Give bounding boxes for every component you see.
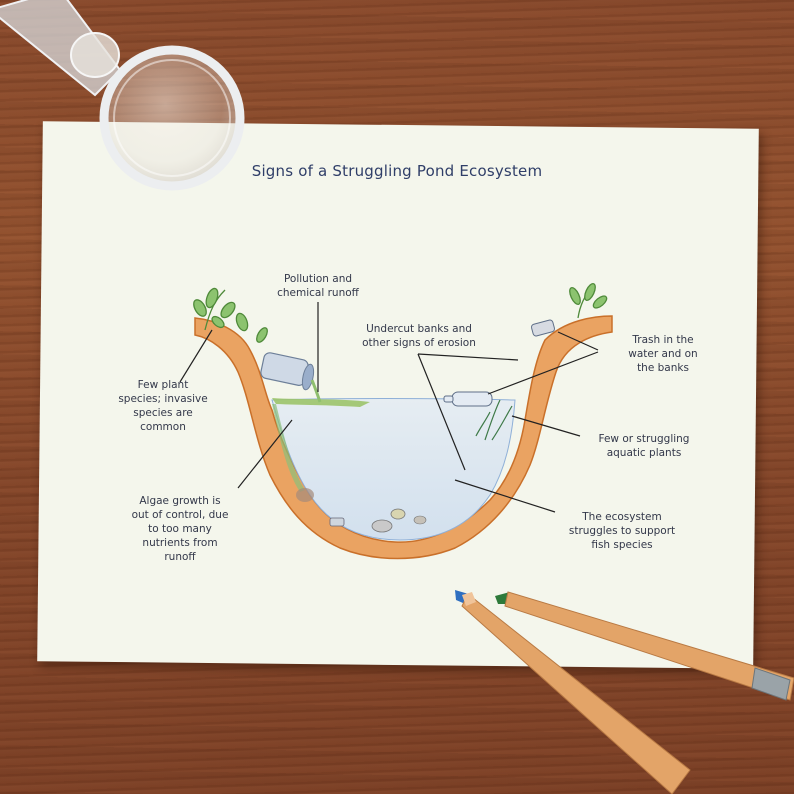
algae-patch [272,404,305,492]
label-trash: Trash in the water and on the banks [628,334,698,374]
label-algae: Algae growth is out of control, due to t… [131,495,229,563]
bank-shrub-right [569,283,608,319]
pond-bottom-debris [296,488,427,533]
diagram-title: Signs of a Struggling Pond Ecosystem [251,162,543,180]
floating-bottle [443,391,493,407]
blue-pencil [455,590,691,794]
label-few-plants: Few plant species; invasive species are … [118,379,208,433]
bank-shrub-left [193,287,268,343]
label-erosion: Undercut banks and other signs of erosio… [362,323,476,349]
label-pollution: Pollution and chemical runoff [277,273,359,299]
green-pencil [495,591,794,701]
aquatic-plant [475,399,513,441]
trash-can-bank [530,319,556,337]
label-aquatic-plants: Few or struggling aquatic plants [598,433,690,459]
runoff-pipe [260,352,322,403]
algae-patch [272,398,370,407]
label-fish: The ecosystem struggles to support fish … [568,511,676,551]
leader-lines [179,302,599,513]
